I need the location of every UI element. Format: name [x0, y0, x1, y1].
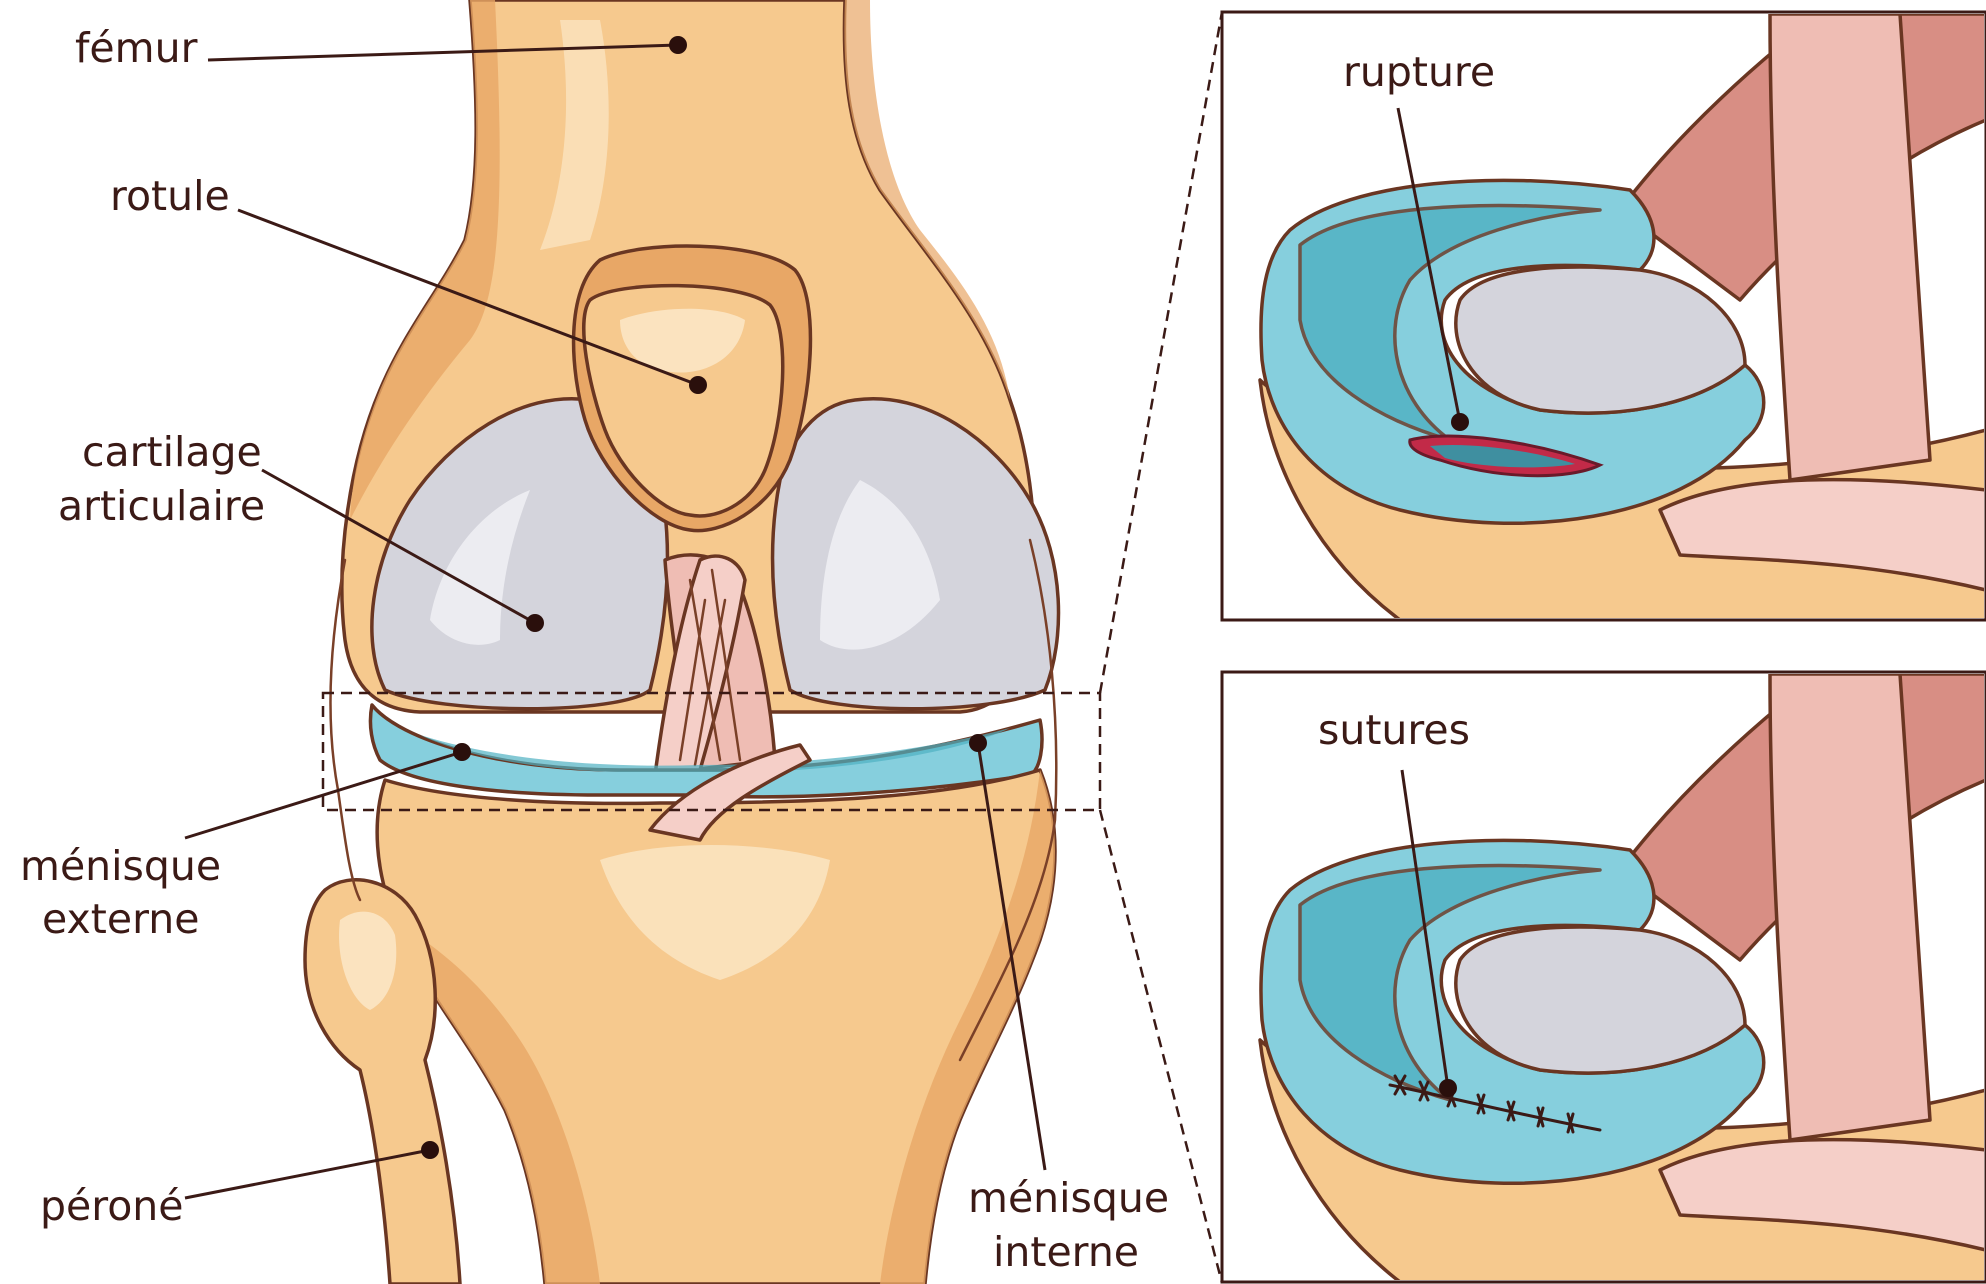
cartilage-right-shine	[820, 480, 940, 650]
suture-stitches	[1388, 1074, 1602, 1134]
label-menisque-interne-line1: ménisque	[968, 1174, 1169, 1222]
pointer-femur	[207, 43, 679, 62]
tibia-shadow	[395, 920, 600, 1284]
sutures-meniscus-rim	[1298, 863, 1602, 1102]
label-cartilage-line1: cartilage	[82, 428, 262, 476]
label-rupture: rupture	[1343, 48, 1495, 96]
fibula-highlight	[339, 911, 397, 1010]
pointer-sutures	[1400, 769, 1450, 1089]
inset-rupture	[1220, 10, 1986, 622]
label-menisque-externe-line2: externe	[42, 895, 199, 943]
meniscus-inner-shade	[420, 728, 1010, 772]
knee-illustration	[303, 0, 1061, 1284]
magnifier-line-top	[1098, 11, 1224, 694]
label-perone: péroné	[40, 1182, 184, 1230]
sutures-tibial-plateau	[1454, 925, 1747, 1075]
dot-perone	[421, 1141, 439, 1159]
lateral-collateral-ligament	[329, 558, 362, 902]
patella-highlight	[620, 308, 745, 373]
magnifier-line-bottom	[1098, 809, 1224, 1284]
dot-femur	[669, 36, 687, 54]
dot-menisque-externe	[453, 743, 471, 761]
ligament-fibers	[678, 568, 742, 767]
pointers	[184, 36, 1469, 1200]
labels: fémur rotule cartilage articulaire ménis…	[20, 24, 1495, 1276]
femur-shadow-right	[844, 0, 1010, 400]
sutures-ligament-vertical	[1768, 674, 1932, 1142]
medial-collateral-ligament	[958, 538, 1058, 1062]
tibia-highlight	[600, 845, 830, 980]
rupture-ligament-vertical	[1768, 14, 1932, 482]
dot-menisque-interne	[969, 734, 987, 752]
rupture-ligament-lower	[1658, 477, 1984, 592]
label-femur: fémur	[75, 24, 198, 72]
label-sutures: sutures	[1318, 706, 1470, 754]
dot-sutures	[1439, 1079, 1457, 1097]
pointer-cartilage	[261, 468, 536, 625]
inset-sutures	[1220, 670, 1986, 1284]
tear-inner	[1430, 444, 1575, 468]
magnifier-box	[321, 691, 1102, 812]
fibula-bone	[303, 878, 462, 1284]
dot-rupture	[1451, 413, 1469, 431]
rupture-tibial-plateau	[1454, 265, 1747, 415]
cartilage-left-shine	[430, 490, 530, 645]
pointer-rotule	[237, 208, 699, 387]
femur-shadow-left	[350, 0, 500, 520]
label-cartilage-line2: articulaire	[58, 482, 265, 530]
label-menisque-externe-line1: ménisque	[20, 842, 221, 890]
rupture-meniscus-rim	[1298, 203, 1602, 442]
sutures-ligament-lower	[1658, 1137, 1984, 1252]
femur-highlight	[540, 20, 609, 250]
label-rotule: rotule	[110, 172, 230, 220]
pointer-perone	[184, 1148, 431, 1200]
pointer-rupture	[1396, 107, 1462, 423]
tibia-shadow-right	[880, 770, 1055, 1284]
dot-rotule	[689, 376, 707, 394]
dot-cartilage	[526, 614, 544, 632]
label-menisque-interne-line2: interne	[993, 1228, 1139, 1276]
pointer-menisque-externe	[184, 750, 463, 840]
pointer-menisque-interne	[976, 742, 1047, 1171]
lower-ligament	[648, 743, 812, 842]
